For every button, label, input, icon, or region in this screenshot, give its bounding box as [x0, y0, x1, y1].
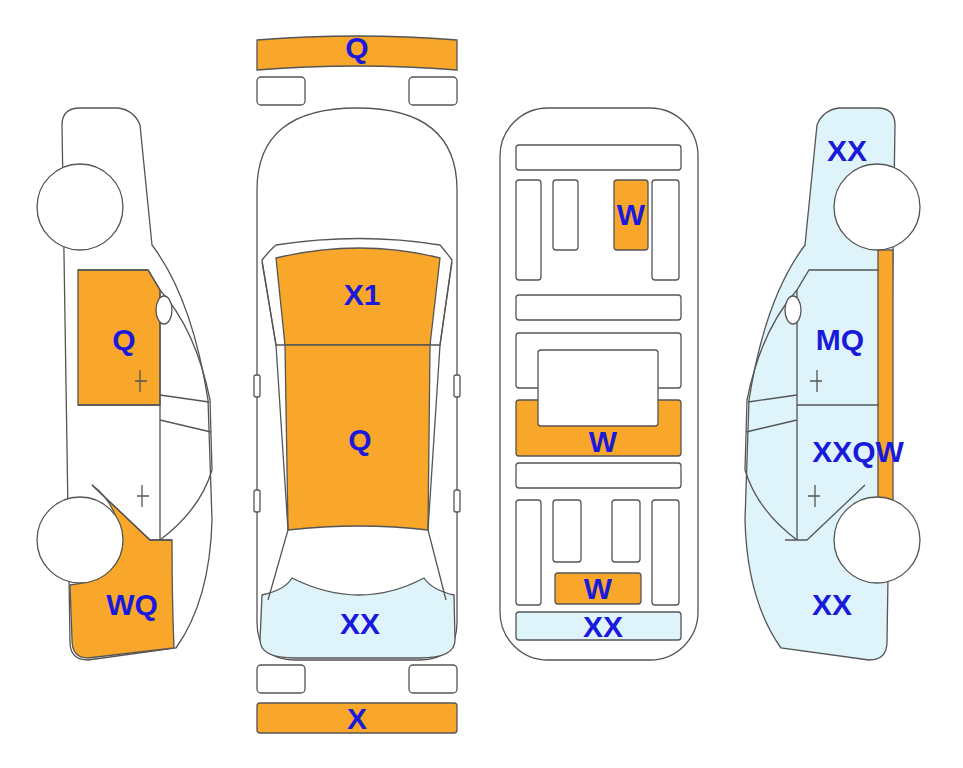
damage-code: W: [617, 200, 645, 230]
damage-code: XX: [340, 609, 380, 639]
damage-panel: Q: [348, 425, 371, 455]
damage-code: WQ: [106, 590, 158, 620]
damage-panel: Q: [112, 325, 135, 355]
damage-panel: WQ: [106, 590, 158, 620]
damage-panel: MQ: [816, 325, 864, 355]
damage-panel: W: [589, 427, 617, 457]
damage-panel: XX: [583, 612, 623, 642]
damage-code: X: [347, 704, 367, 734]
damage-code: XX: [583, 612, 623, 642]
damage-code: MQ: [816, 325, 864, 355]
damage-panel: X: [347, 704, 367, 734]
damage-code: Q: [345, 33, 368, 63]
damage-panel: XX: [812, 590, 852, 620]
damage-code: W: [589, 427, 617, 457]
damage-panel: X1: [344, 280, 381, 310]
damage-panel: Q: [345, 33, 368, 63]
damage-code: XX: [812, 590, 852, 620]
damage-panel: XX: [340, 609, 380, 639]
damage-panel: XX: [827, 136, 867, 166]
damage-code: W: [584, 574, 612, 604]
damage-code: XX: [827, 136, 867, 166]
damage-code: XXQW: [812, 437, 904, 467]
damage-code: Q: [348, 425, 371, 455]
damage-panel: W: [584, 574, 612, 604]
damage-panel: W: [617, 200, 645, 230]
damage-code: Q: [112, 325, 135, 355]
damage-panel: XXQW: [812, 437, 904, 467]
damage-code: X1: [344, 280, 381, 310]
